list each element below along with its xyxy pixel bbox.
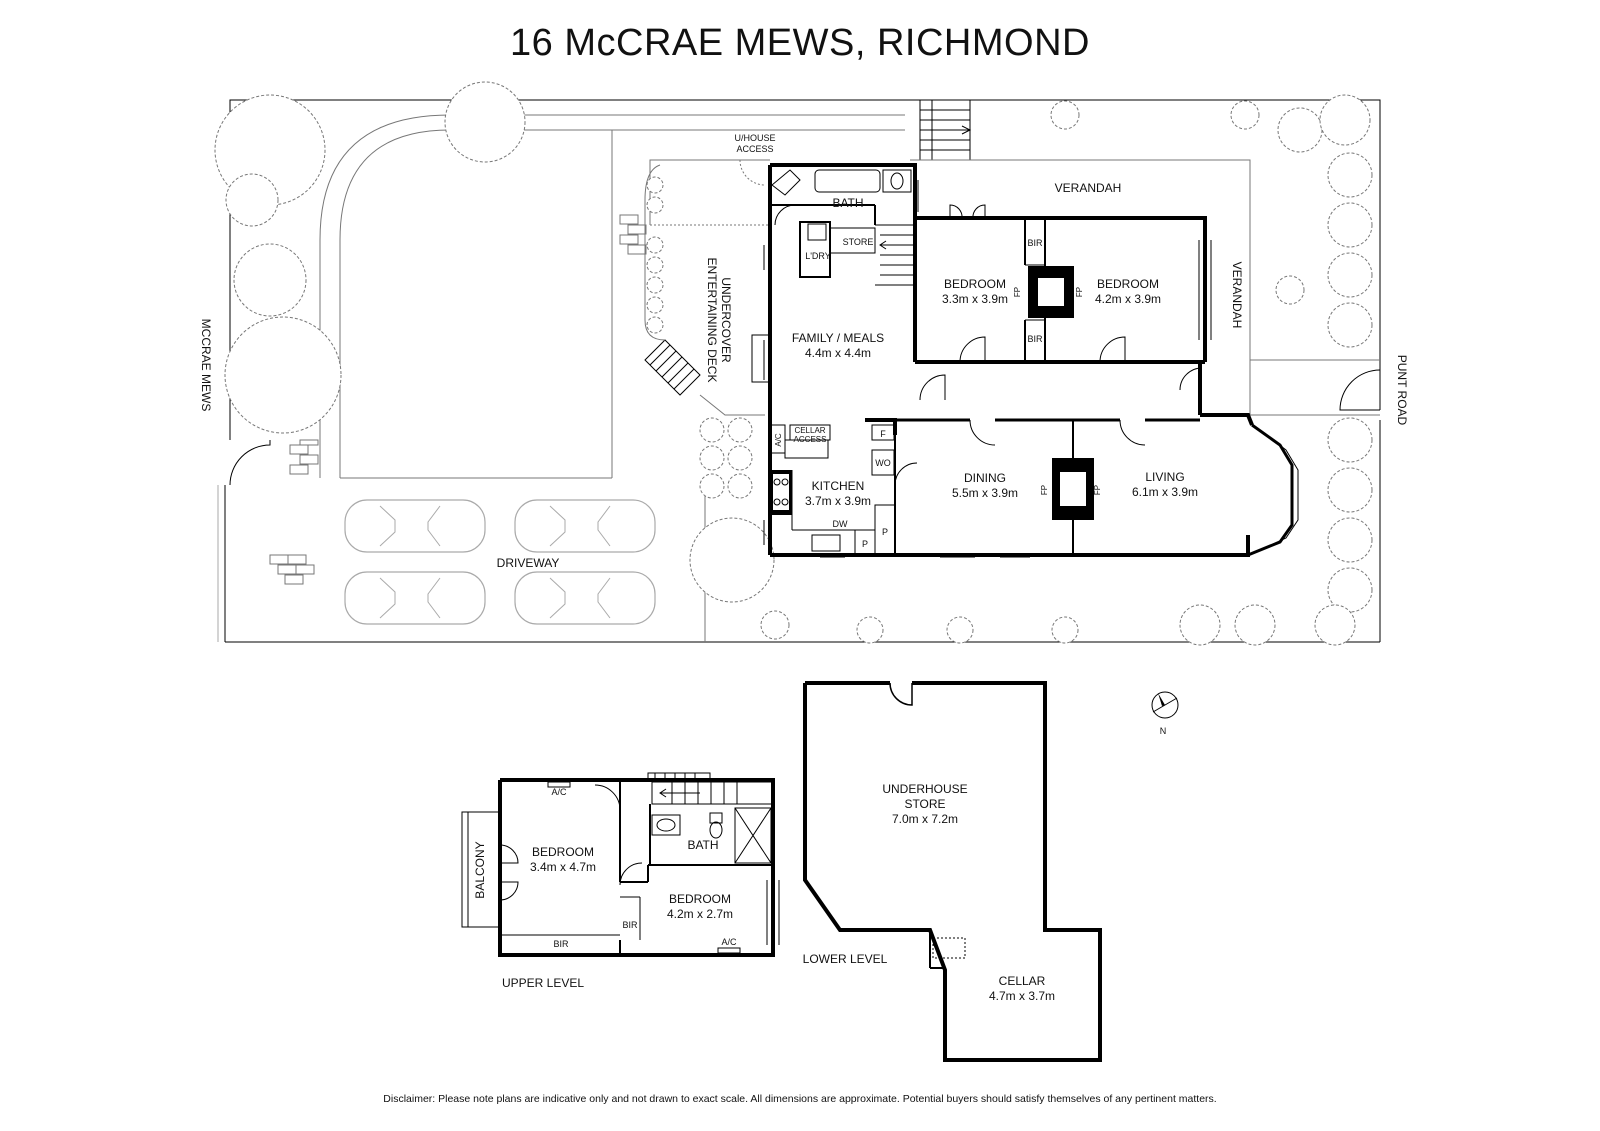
family-name: FAMILY / MEALS <box>792 331 884 345</box>
upper-ac-label-1: A/C <box>551 787 567 797</box>
upper-level-walls <box>461 772 780 957</box>
kitchen-dim: 3.7m x 3.9m <box>805 494 871 508</box>
disclaimer: Disclaimer: Please note plans are indica… <box>383 1093 1217 1105</box>
balcony-label: BALCONY <box>473 841 487 898</box>
cellar-dim: 4.7m x 3.7m <box>989 989 1055 1003</box>
deck-corner <box>699 394 765 416</box>
cellar-access-label-2: ACCESS <box>794 435 827 444</box>
bedroom-1-dim: 3.3m x 3.9m <box>942 292 1008 306</box>
plan-title: 16 McCRAE MEWS, RICHMOND <box>510 22 1090 64</box>
verandah-right-label: VERANDAH <box>1230 262 1244 329</box>
entry-steps <box>919 99 972 161</box>
car-1 <box>344 499 486 553</box>
deck-label-1: UNDERCOVER <box>719 277 733 363</box>
street-right-label: PUNT ROAD <box>1395 355 1409 426</box>
fp-label-3: FP <box>1040 485 1049 495</box>
garden-path-edge <box>319 114 905 478</box>
underhouse-store-name-1: UNDERHOUSE <box>882 782 967 796</box>
bedroom-2-name: BEDROOM <box>1097 277 1159 291</box>
lower-level-walls <box>803 681 1102 1062</box>
upper-bir-label-1: BIR <box>553 939 569 949</box>
garden-path <box>339 129 905 478</box>
cellar-name: CELLAR <box>999 974 1046 988</box>
upper-bedroom-2-name: BEDROOM <box>669 892 731 906</box>
dining-dim: 5.5m x 3.9m <box>952 486 1018 500</box>
bath-label: BATH <box>832 196 863 210</box>
wall-oven-label: WO <box>875 458 891 468</box>
underhouse-store-dim: 7.0m x 7.2m <box>892 812 958 826</box>
fp-label-4: FP <box>1093 485 1102 495</box>
upper-bedroom-1-name: BEDROOM <box>532 845 594 859</box>
driveway-label: DRIVEWAY <box>497 556 560 570</box>
upper-bir-label-2: BIR <box>622 920 638 930</box>
store-label: STORE <box>843 237 874 247</box>
deck-label-2: ENTERTAINING DECK <box>705 258 719 383</box>
family-dim: 4.4m x 4.4m <box>805 346 871 360</box>
upper-level-label: UPPER LEVEL <box>502 976 584 990</box>
uhouse-door <box>739 159 766 186</box>
laundry-label: L'DRY <box>805 251 831 261</box>
pantry-label-1: P <box>862 539 868 549</box>
ac-label: A/C <box>774 433 783 447</box>
uhouse-access-label: U/HOUSE <box>734 133 775 143</box>
verandah-top-label: VERANDAH <box>1055 181 1122 195</box>
deck-outline <box>649 159 770 225</box>
kitchen-name: KITCHEN <box>812 479 865 493</box>
verandah-outline <box>910 159 1251 415</box>
fridge-label: F <box>880 429 886 439</box>
bedroom-2-dim: 4.2m x 3.9m <box>1095 292 1161 306</box>
uhouse-access-label-2: ACCESS <box>736 144 773 154</box>
upper-bedroom-1-dim: 3.4m x 4.7m <box>530 860 596 874</box>
lower-level-label: LOWER LEVEL <box>803 952 888 966</box>
dishwasher-label: DW <box>833 519 848 529</box>
living-dim: 6.1m x 3.9m <box>1132 485 1198 499</box>
living-name: LIVING <box>1145 470 1184 484</box>
bir-label-1: BIR <box>1027 238 1043 248</box>
underhouse-store-name-2: STORE <box>904 797 945 811</box>
pantry-label-2: P <box>882 527 888 537</box>
car-3 <box>344 571 486 625</box>
trees <box>214 81 1373 646</box>
dining-name: DINING <box>964 471 1006 485</box>
compass-label: N <box>1160 726 1167 736</box>
paver-patch <box>269 214 647 585</box>
street-left-label: MCCRAE MEWS <box>199 319 213 412</box>
deck-planter <box>644 164 666 341</box>
cellar-access-label: CELLAR <box>794 426 825 435</box>
bedroom-1-name: BEDROOM <box>944 277 1006 291</box>
upper-bath-label: BATH <box>687 838 718 852</box>
compass-icon: N <box>1151 691 1179 736</box>
bir-label-2: BIR <box>1027 334 1043 344</box>
upper-bedroom-2-dim: 4.2m x 2.7m <box>667 907 733 921</box>
fp-label-2: FP <box>1075 287 1084 297</box>
car-2 <box>514 499 656 553</box>
fp-label-1: FP <box>1013 287 1022 297</box>
upper-ac-label-2: A/C <box>721 937 737 947</box>
car-4 <box>514 571 656 625</box>
ground-floor-walls <box>751 163 1299 558</box>
site-boundary <box>217 99 1381 643</box>
deck-stairs <box>644 339 701 396</box>
